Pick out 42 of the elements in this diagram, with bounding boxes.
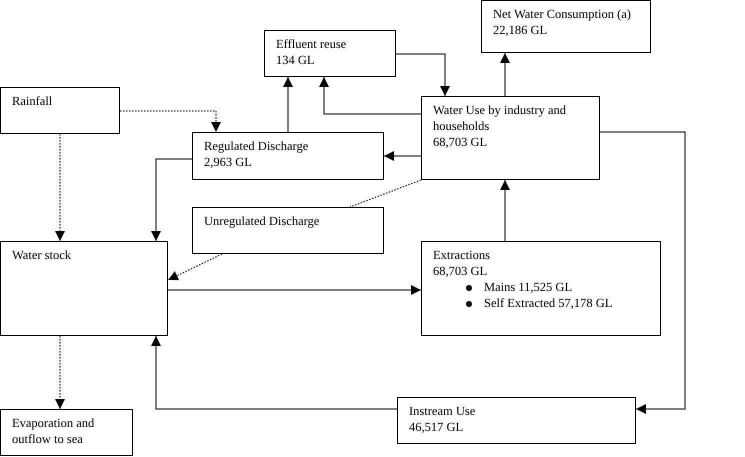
box-title: Effluent reuse [276, 36, 348, 52]
arrow [500, 180, 510, 242]
list-item: Mains 11,525 GL [484, 279, 574, 295]
process-box [481, 0, 651, 53]
arrow [283, 76, 293, 132]
process-box [421, 96, 600, 180]
arrow [120, 110, 221, 132]
box-title: Regulated Discharge [204, 138, 310, 154]
box-title: Instream Use [409, 403, 476, 419]
arrow [151, 336, 398, 410]
process-box [0, 241, 168, 336]
box-value: 68,703 GL [433, 263, 488, 279]
box-title: Unregulated Discharge [204, 213, 320, 229]
box-title: Rainfall [12, 93, 54, 109]
arrow [600, 132, 686, 414]
arrow [500, 52, 510, 96]
process-box [192, 207, 384, 254]
box-value: 68,703 GL [433, 134, 488, 150]
list-item: Self Extracted 57,178 GL [484, 295, 614, 311]
process-box [421, 241, 661, 336]
arrow [319, 76, 422, 114]
box-value: 2,963 GL [204, 154, 253, 170]
arrow [151, 158, 192, 242]
box-value: 22,186 GL [493, 22, 548, 38]
process-box [0, 87, 120, 134]
arrow [168, 285, 422, 295]
box-title: Extractions [433, 247, 491, 263]
process-box [0, 409, 133, 456]
process-box [397, 397, 636, 444]
box-value: 134 GL [276, 52, 316, 68]
arrow [396, 54, 450, 96]
arrow [384, 151, 422, 161]
arrow [168, 254, 222, 280]
box-title: Net Water Consumption (a) [493, 6, 632, 22]
process-box [192, 132, 384, 180]
arrow [55, 134, 65, 242]
box-title: Water Use by industry and households [433, 102, 567, 134]
process-box [264, 30, 396, 77]
arrow [55, 336, 65, 410]
box-title: Water stock [12, 247, 72, 263]
box-title: Evaporation and outflow to sea [12, 415, 96, 447]
box-value: 46,517 GL [409, 419, 464, 435]
